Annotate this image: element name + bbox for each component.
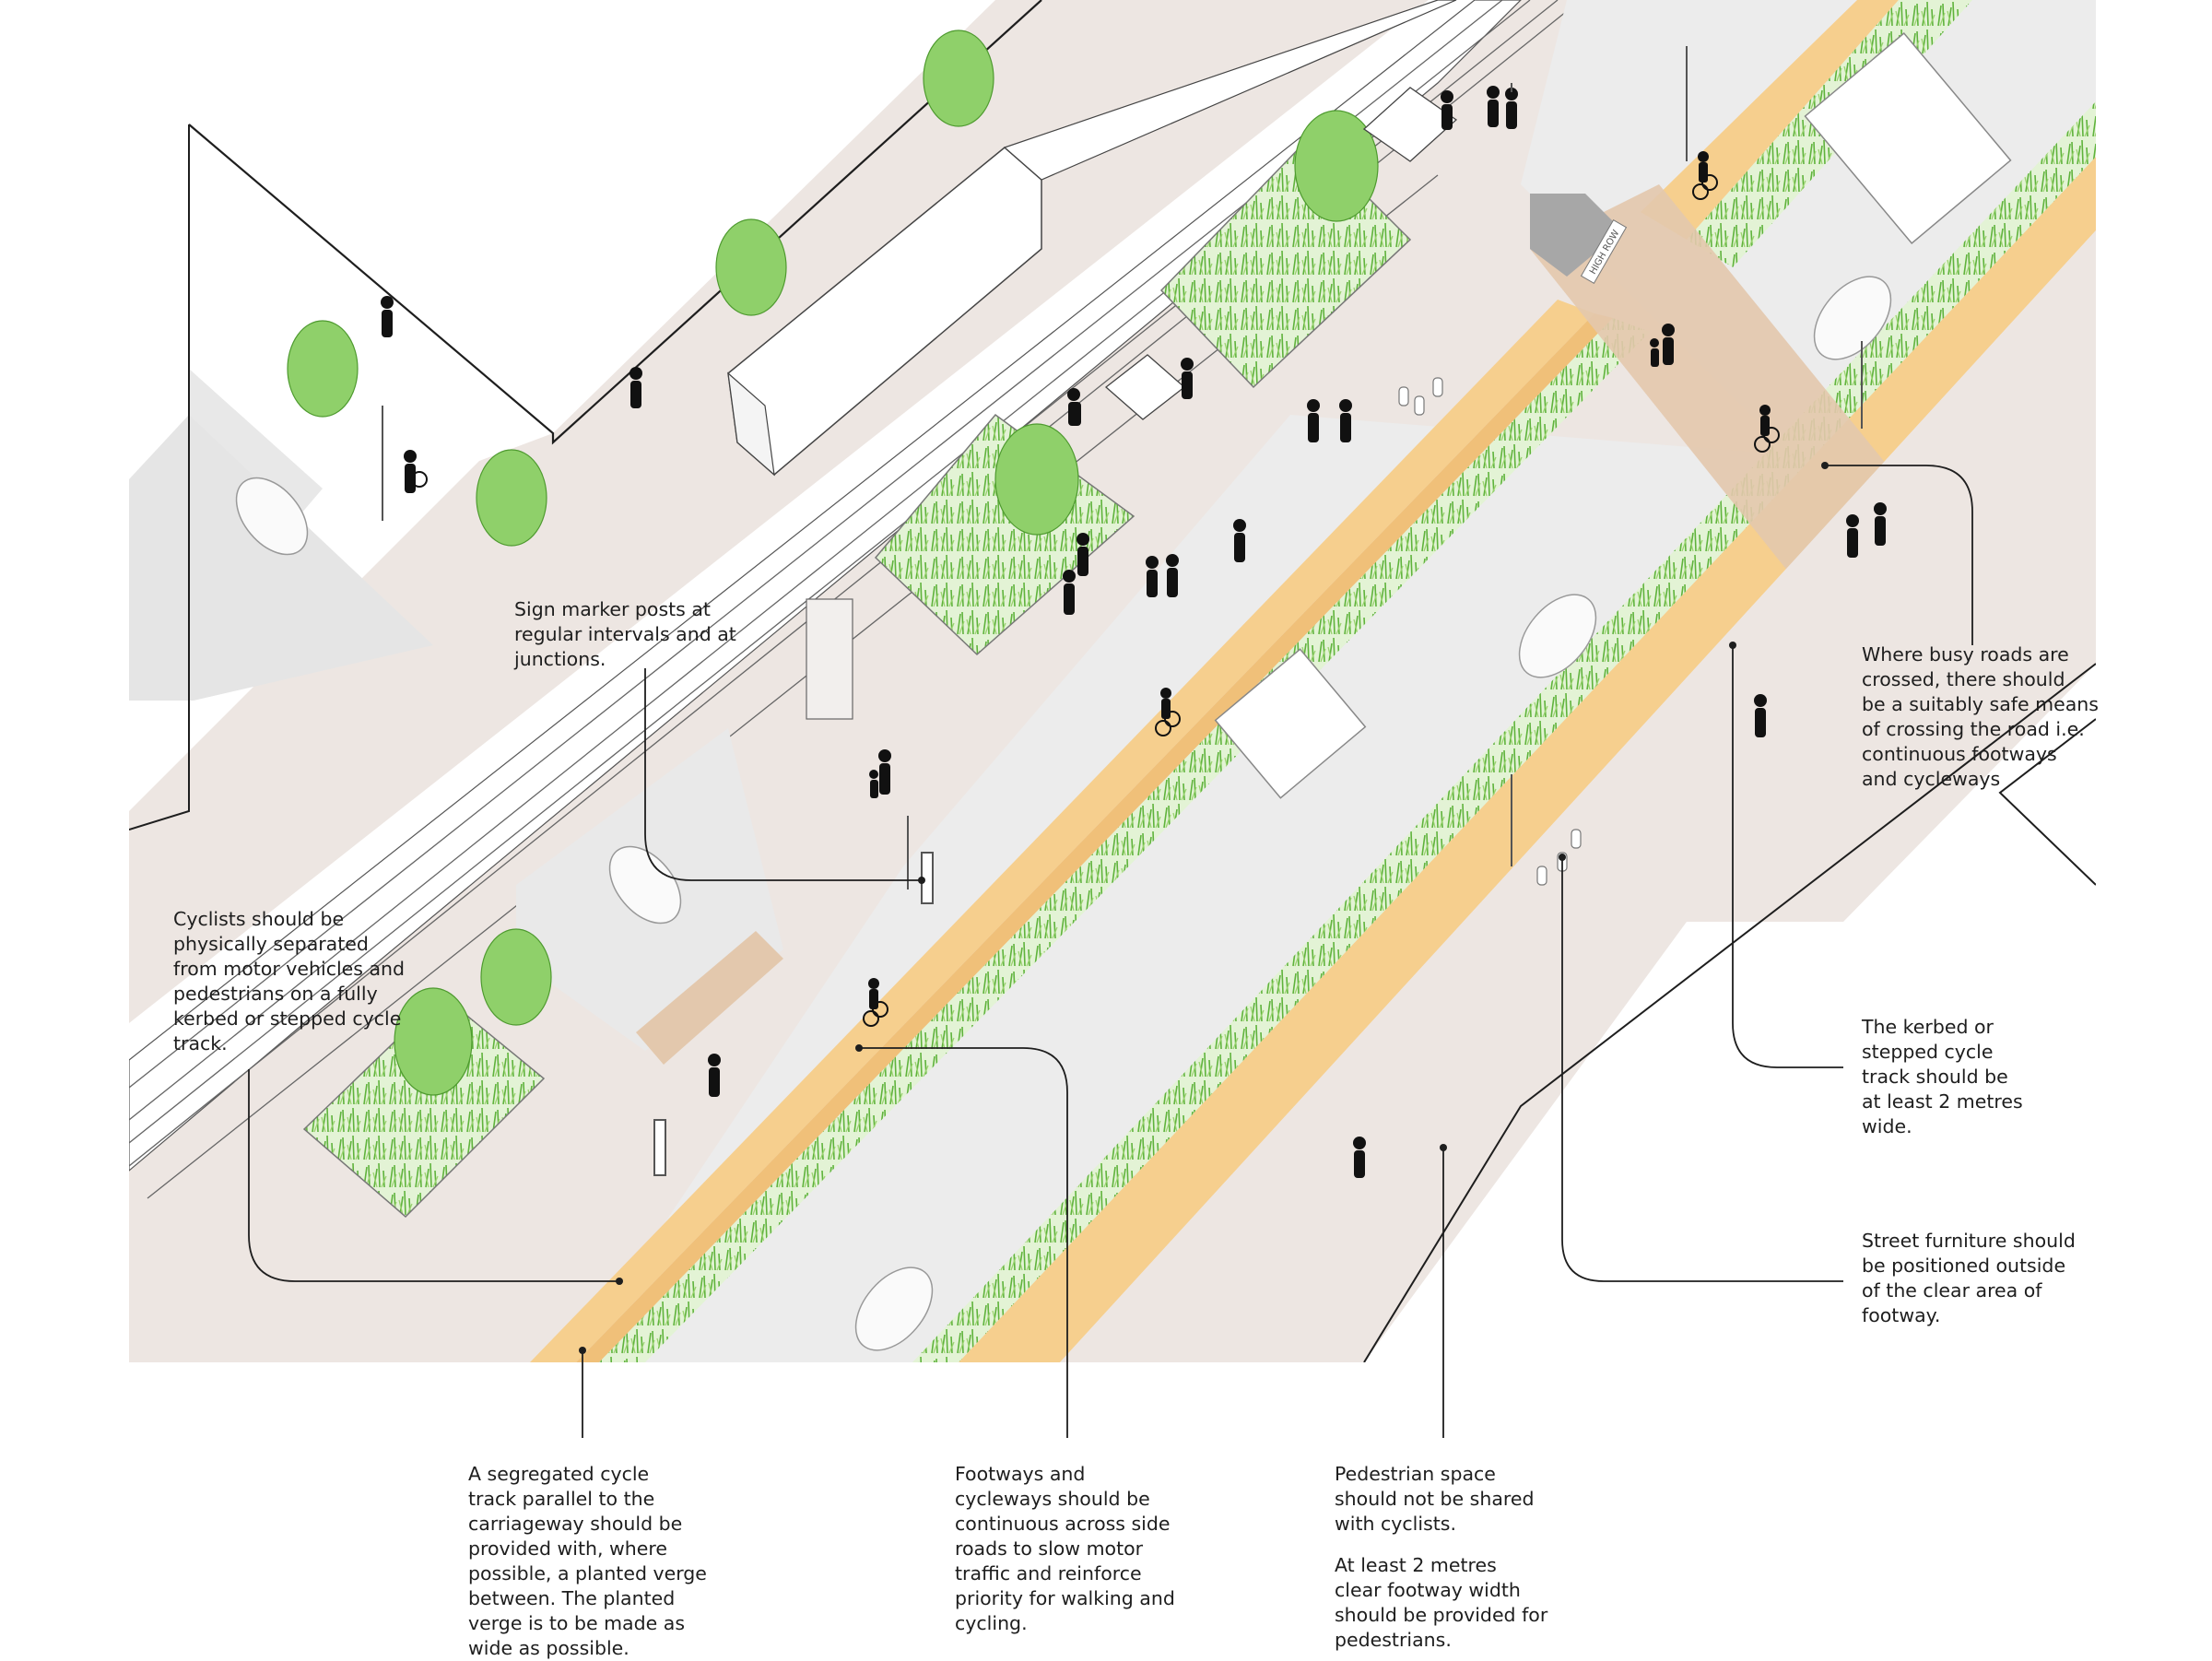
sign-posts: [382, 46, 1863, 1176]
planted-verge-west: [599, 318, 1650, 1362]
annotation-cycle-track-width: The kerbed or stepped cycle track should…: [1862, 1016, 2023, 1137]
annotation-continuous-footways: Footways and cycleways should be continu…: [955, 1463, 1175, 1634]
bus: [1804, 32, 2012, 244]
leader-lines: [248, 465, 1973, 1438]
annotation-busy-roads: Where busy roads are crossed, there shou…: [1862, 643, 2099, 790]
building-block-west: [129, 0, 995, 811]
annotation-street-furniture: Street furniture should be positioned ou…: [1862, 1230, 2076, 1326]
leader-cycle-track-width: [1732, 645, 1843, 1068]
leader-busy-roads: [1825, 465, 1973, 645]
building-east: [1364, 664, 2096, 1362]
car-carriageway: [1518, 594, 1597, 678]
crossing-pad-north: [1530, 194, 1622, 277]
building-west-outline: [129, 124, 190, 830]
train: [727, 0, 1457, 477]
cycle-track-west: [530, 300, 1594, 1362]
cyclists: [411, 174, 1780, 1027]
cycle-track-west-edge: [576, 313, 1613, 1362]
viaduct-pier: [806, 598, 853, 720]
people: [381, 86, 1887, 1178]
leader-cyclists-separated: [248, 1069, 619, 1282]
leader-sign-posts: [644, 668, 922, 881]
annotation-footway-width: At least 2 metres clear footway width sh…: [1335, 1554, 1548, 1651]
annotation-cyclists-separated: Cyclists should be physically separated …: [173, 908, 406, 1054]
cyclist-riders: [868, 151, 1771, 1009]
side-road-west-lower: [129, 415, 433, 701]
building-east-outline: [1363, 663, 2096, 1362]
delivery-van: [1214, 648, 1367, 799]
bus-shelter-north: [1362, 87, 1458, 162]
leader-dots: [579, 462, 1829, 1354]
leader-continuous-footways: [859, 1047, 1068, 1438]
car-lower-left: [608, 845, 682, 925]
annotation-segregated-track: A segregated cycle track parallel to the…: [468, 1463, 707, 1659]
car-bottom: [854, 1266, 934, 1351]
trees: [287, 29, 1379, 1096]
building-west-outline-2: [188, 0, 1042, 445]
annotation-pedestrian-group: Pedestrian space should not be shared wi…: [1335, 1462, 1611, 1653]
continuous-crossing: [1530, 184, 1899, 571]
car-cross-road: [1813, 276, 1892, 360]
annotation-sign-posts: Sign marker posts at regular intervals a…: [514, 598, 736, 670]
crossing-lower-left: [636, 931, 783, 1065]
pavement-east: [1060, 230, 2096, 1362]
building-corner-outline: [1998, 718, 2096, 886]
annotation-pedestrian-space: Pedestrian space should not be shared wi…: [1335, 1463, 1535, 1535]
car-west-street: [235, 477, 309, 556]
leader-street-furniture: [1561, 857, 1843, 1282]
